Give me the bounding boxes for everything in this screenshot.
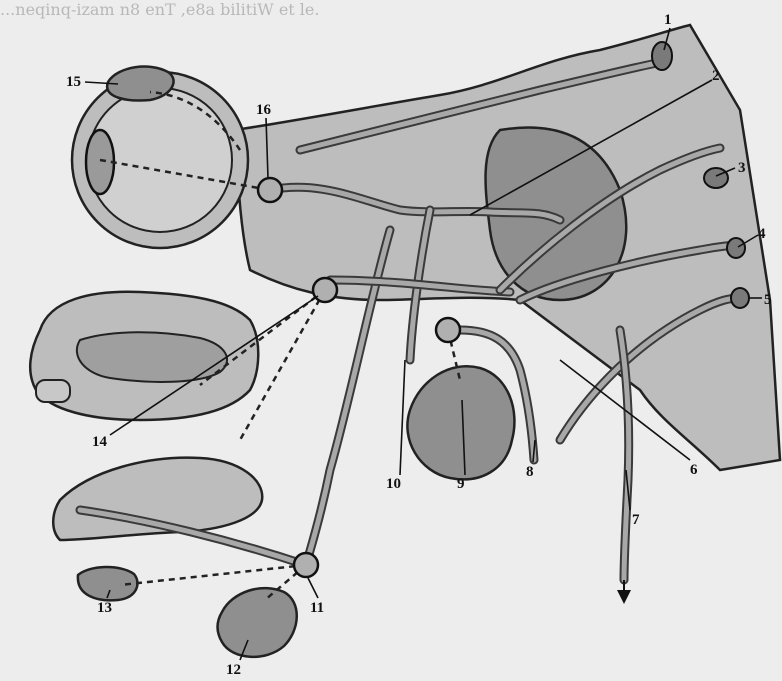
ciliary-ganglion <box>258 178 282 202</box>
submandibular-gland <box>218 588 297 657</box>
nucleus-4 <box>727 238 745 258</box>
callout-2: 2 <box>712 68 720 84</box>
nerve-arrow-head <box>617 590 631 604</box>
pterygopalatine-ganglion <box>313 278 337 302</box>
lens <box>86 130 114 194</box>
callout-8: 8 <box>526 464 534 480</box>
nucleus-5 <box>731 288 749 308</box>
callout-13: 13 <box>97 600 112 616</box>
callout-14: 14 <box>92 434 108 450</box>
nucleus-1 <box>652 42 672 70</box>
callout-11: 11 <box>310 600 324 616</box>
callout-4: 4 <box>758 226 766 242</box>
otic-ganglion <box>436 318 460 342</box>
callout-15: 15 <box>66 74 81 90</box>
callout-6: 6 <box>690 462 698 478</box>
callout-12: 12 <box>226 662 241 678</box>
submandibular-ganglion <box>294 553 318 577</box>
nucleus-3 <box>704 168 728 188</box>
callout-16: 16 <box>256 102 272 118</box>
nasal-concha <box>77 332 227 382</box>
callout-10: 10 <box>386 476 401 492</box>
callout-9: 9 <box>457 476 465 492</box>
callout-1: 1 <box>664 12 672 28</box>
callout-3: 3 <box>738 160 746 176</box>
callout-7: 7 <box>632 512 640 528</box>
callout-5: 5 <box>764 292 772 308</box>
parotid-gland <box>407 366 514 479</box>
nostril <box>36 380 70 402</box>
